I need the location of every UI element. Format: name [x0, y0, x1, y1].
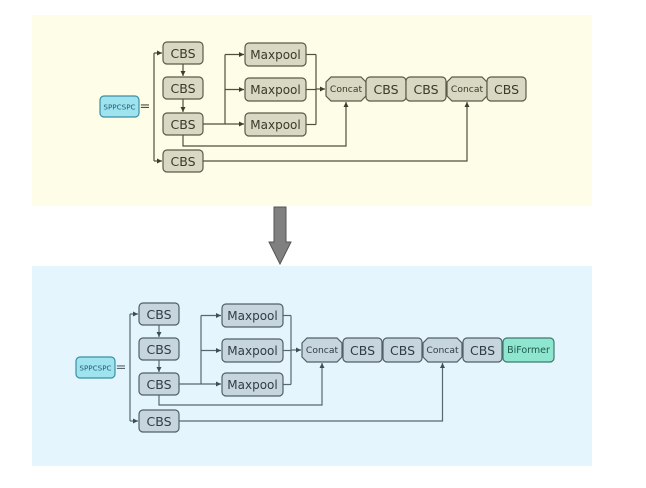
chain-cbs-block-3-shape — [405, 76, 447, 102]
maxpool-block-2: Maxpool — [244, 77, 307, 102]
cbs-block-3-label: CBS — [170, 117, 195, 132]
concat-block-1: Concat — [301, 337, 343, 363]
concat-block-4-label: Concat — [426, 345, 459, 356]
cbs-block-3: CBS — [162, 112, 204, 136]
cbs-block-3-label: CBS — [146, 377, 171, 392]
chain-cbs-block-3: CBS — [405, 76, 447, 102]
maxpool-block-2-label: Maxpool — [250, 83, 300, 97]
cbs-block-1-label: CBS — [170, 46, 195, 61]
chain-cbs-block-3-label: CBS — [390, 343, 415, 358]
maxpool-block-1-label: Maxpool — [250, 48, 300, 62]
chain-cbs-block-5: CBS — [462, 337, 503, 363]
concat-block-1-shape — [301, 337, 343, 363]
maxpool-block-1: Maxpool — [221, 303, 284, 328]
cbs-block-2: CBS — [162, 76, 204, 100]
biformer-block-shape — [502, 337, 555, 363]
chain-cbs-block-2: CBS — [365, 76, 407, 102]
arrow-down-icon — [268, 206, 292, 266]
sppcspc-module-block-label: SPPCSPC — [79, 364, 111, 373]
cbs-block-3: CBS — [138, 372, 180, 396]
sppcspc-module-block-shape — [99, 95, 140, 118]
concat-block-4: Concat — [422, 337, 463, 363]
concat-block-1-label: Concat — [306, 345, 339, 356]
cbs-block-1: CBS — [138, 302, 180, 326]
chain-cbs-block-5-label: CBS — [494, 82, 519, 97]
chain-cbs-block-5-shape — [486, 76, 527, 102]
modified-sppcspc-panel — [32, 266, 592, 466]
maxpool-block-3-label: Maxpool — [250, 118, 300, 132]
chain-cbs-block-2-label: CBS — [350, 343, 375, 358]
cbs-block-1: CBS — [162, 41, 204, 65]
cbs3-to-concat1-skip-arrow — [182, 102, 349, 147]
chain-cbs-block-2: CBS — [342, 337, 383, 363]
cbs4-to-concat2-skip-arrow — [203, 102, 470, 162]
maxpool-block-1-label: Maxpool — [227, 309, 277, 323]
modified-diagram: SPPCSPC=CBSCBSCBSCBSMaxpoolMaxpoolMaxpoo… — [75, 302, 555, 433]
transition-arrow — [268, 206, 292, 266]
equals-sign: = — [116, 361, 127, 376]
chain-cbs-block-2-label: CBS — [373, 82, 398, 97]
maxpool-block-2-label: Maxpool — [227, 344, 277, 358]
chain-cbs-block-5: CBS — [486, 76, 527, 102]
chain-cbs-block-5-shape — [462, 337, 503, 363]
chain-cbs-block-3: CBS — [382, 337, 423, 363]
original-diagram: SPPCSPC=CBSCBSCBSCBSMaxpoolMaxpoolMaxpoo… — [99, 41, 527, 173]
biformer-block-label: BiFormer — [507, 345, 550, 356]
chain-cbs-block-3-shape — [382, 337, 423, 363]
cbs-block-4: CBS — [138, 409, 180, 433]
concat-block-1-shape — [325, 76, 367, 102]
biformer-block: BiFormer — [502, 337, 555, 363]
cbs-block-4-label: CBS — [146, 414, 171, 429]
cbs4-to-concat2-skip-arrow — [179, 363, 445, 422]
maxpool-block-3: Maxpool — [221, 372, 284, 397]
chain-cbs-block-5-label: CBS — [470, 343, 495, 358]
concat-block-4: Concat — [446, 76, 488, 102]
chain-cbs-block-3-label: CBS — [413, 82, 438, 97]
cbs-block-1-label: CBS — [146, 307, 171, 322]
cbs-block-4: CBS — [162, 149, 204, 173]
sppcspc-module-block-shape — [75, 356, 116, 379]
maxpool-block-1: Maxpool — [244, 42, 307, 67]
concat-block-1-label: Concat — [330, 84, 363, 95]
cbs-block-2-label: CBS — [170, 81, 195, 96]
cbs-block-4-label: CBS — [170, 154, 195, 169]
concat-block-4-shape — [446, 76, 488, 102]
chain-cbs-block-2-shape — [342, 337, 383, 363]
cbs-block-2: CBS — [138, 337, 180, 361]
sppcspc-module-block: SPPCSPC — [75, 356, 116, 379]
sppcspc-module-block-label: SPPCSPC — [103, 103, 135, 112]
concat-block-4-shape — [422, 337, 463, 363]
concat-block-4-label: Concat — [451, 84, 484, 95]
maxpool-block-3-label: Maxpool — [227, 378, 277, 392]
sppcspc-module-block: SPPCSPC — [99, 95, 140, 118]
cbs-block-2-label: CBS — [146, 342, 171, 357]
cbs3-to-concat1-skip-arrow — [158, 363, 325, 406]
concat-block-1: Concat — [325, 76, 367, 102]
maxpool-block-3: Maxpool — [244, 112, 307, 137]
equals-sign: = — [140, 100, 151, 115]
maxpool-block-2: Maxpool — [221, 338, 284, 363]
